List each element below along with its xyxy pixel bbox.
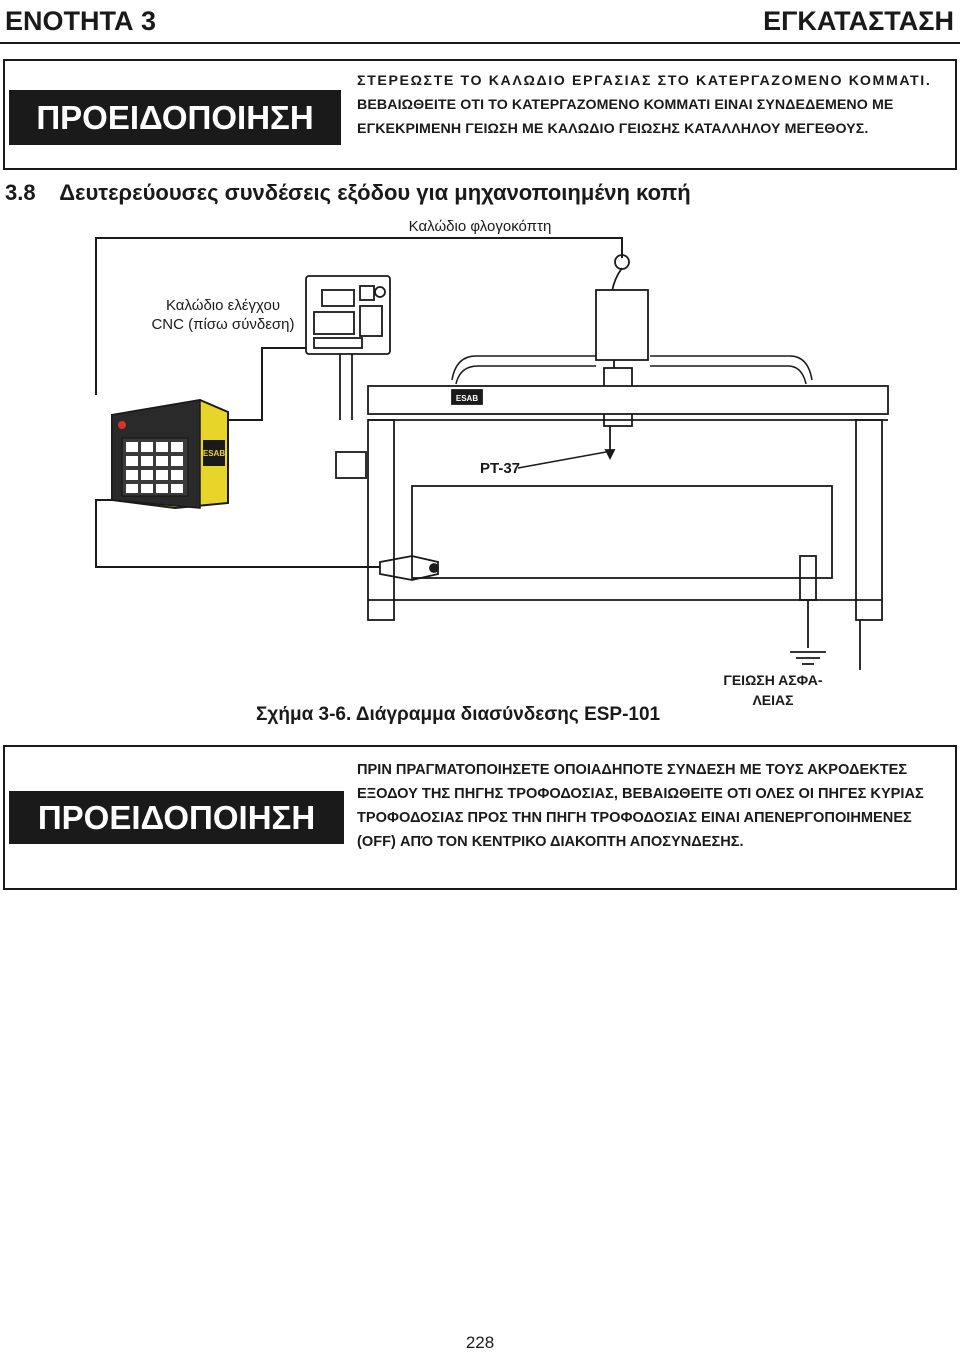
- cable-chain-right: [650, 355, 813, 385]
- torch-cable-label: Καλώδιο φλογοκόπτη: [408, 218, 552, 235]
- torch-carriage: [595, 254, 649, 461]
- section-heading: ΕΝΟΤΗΤΑ 3: [5, 6, 157, 36]
- warning-label: ΠΡΟΕΙΔΟΠΟΙΗΣΗ: [9, 90, 341, 145]
- cable-chain-left: [451, 355, 596, 385]
- cutting-table: [367, 419, 883, 621]
- torch-model-label: PT-37: [479, 460, 521, 477]
- warning-text: ΠΡΙΝ ΠΡΑΓΜΑΤΟΠΟΙΗΣΕΤΕ ΟΠΟΙΑΔΗΠΟΤΕ ΣΥΝΔΕΣ…: [357, 758, 955, 854]
- cnc-controller: [305, 275, 391, 479]
- ground-connections: [790, 600, 861, 670]
- warning-line: ΒΕΒΑΙΩΘΕΙΤΕ ΟΤΙ ΤΟ ΚΑΤΕΡΓΑΖΟΜΕΝΟ ΚΟΜΜΑΤΙ…: [357, 97, 894, 113]
- figure-caption: Σχήμα 3-6. Διάγραμμα διασύνδεσης ESP-101: [256, 704, 661, 725]
- power-source-brand: ESAB: [203, 449, 225, 458]
- work-cable: [95, 499, 380, 568]
- section-title: 3.8 Δευτερεύουσες συνδέσεις εξόδου για μ…: [5, 180, 691, 205]
- cnc-cable-label: Καλώδιο ελέγχου CNC (πίσω σύνδεση): [138, 296, 308, 334]
- ground-label: ΓΕΙΩΣΗ ΑΣΦΑ- ΛΕΙΑΣ: [708, 670, 838, 710]
- cnc-cable-label-line1: Καλώδιο ελέγχου: [165, 297, 281, 314]
- warning-box-bottom: ΠΡΟΕΙΔΟΠΟΙΗΣΗ ΠΡΙΝ ΠΡΑΓΜΑΤΟΠΟΙΗΣΕΤΕ ΟΠΟΙ…: [3, 745, 957, 890]
- interconnection-diagram: ESAB ESAB: [95, 237, 889, 670]
- ground-label-line2: ΛΕΙΑΣ: [752, 692, 794, 708]
- warning-line: ΕΓΚΕΚΡΙΜΕΝΗ ΓΕΙΩΣΗ ΜΕ ΚΑΛΩΔΙΟ ΓΕΙΩΣΗΣ ΚΑ…: [357, 121, 869, 137]
- warning-label: ΠΡΟΕΙΔΟΠΟΙΗΣΗ: [9, 791, 344, 844]
- chapter-heading: ΕΓΚΑΤΑΣΤΑΣΗ: [763, 6, 954, 36]
- gantry-beam: [367, 385, 889, 421]
- page-number: 228: [465, 1333, 495, 1352]
- warning-line: ΣΤΕΡΕΩΣΤΕ ΤΟ ΚΑΛΩΔΙΟ ΕΡΓΑΣΙΑΣ ΣΤΟ ΚΑΤΕΡΓ…: [357, 73, 932, 89]
- warning-line: ΠΡΙΝ ΠΡΑΓΜΑΤΟΠΟΙΗΣΕΤΕ ΟΠΟΙΑΔΗΠΟΤΕ ΣΥΝΔΕΣ…: [357, 762, 908, 778]
- torch-cable: [95, 237, 623, 395]
- header-rule: [0, 42, 960, 44]
- warning-line: ΕΞΟΔΟΥ ΤΗΣ ΠΗΓΗΣ ΤΡΟΦΟΔΟΣΙΑΣ, ΒΕΒΑΙΩΘΕΙΤ…: [357, 786, 924, 802]
- gantry-brand: ESAB: [456, 394, 478, 403]
- warning-line: ΤΡΟΦΟΔΟΣΙΑΣ ΠΡΟΣ ΤΗΝ ΠΗΓΗ ΤΡΟΦΟΔΟΣΙΑΣ ΕΙ…: [357, 810, 912, 826]
- warning-line: (OFF) ΑΠΌ ΤΟΝ ΚΕΝΤΡΙΚΟ ΔΙΑΚΟΠΤΗ ΑΠΟΣΥΝΔΕ…: [357, 834, 744, 850]
- ground-label-line1: ΓΕΙΩΣΗ ΑΣΦΑ-: [723, 672, 823, 688]
- work-clamp: [379, 555, 439, 581]
- cnc-control-cable: [228, 347, 306, 421]
- plasma-power-source: ESAB: [111, 398, 229, 510]
- cnc-cable-label-line2: CNC (πίσω σύνδεση): [151, 316, 295, 333]
- warning-box-top: ΠΡΟΕΙΔΟΠΟΙΗΣΗ ΣΤΕΡΕΩΣΤΕ ΤΟ ΚΑΛΩΔΙΟ ΕΡΓΑΣ…: [3, 59, 957, 170]
- warning-text: ΣΤΕΡΕΩΣΤΕ ΤΟ ΚΑΛΩΔΙΟ ΕΡΓΑΣΙΑΣ ΣΤΟ ΚΑΤΕΡΓ…: [357, 69, 955, 141]
